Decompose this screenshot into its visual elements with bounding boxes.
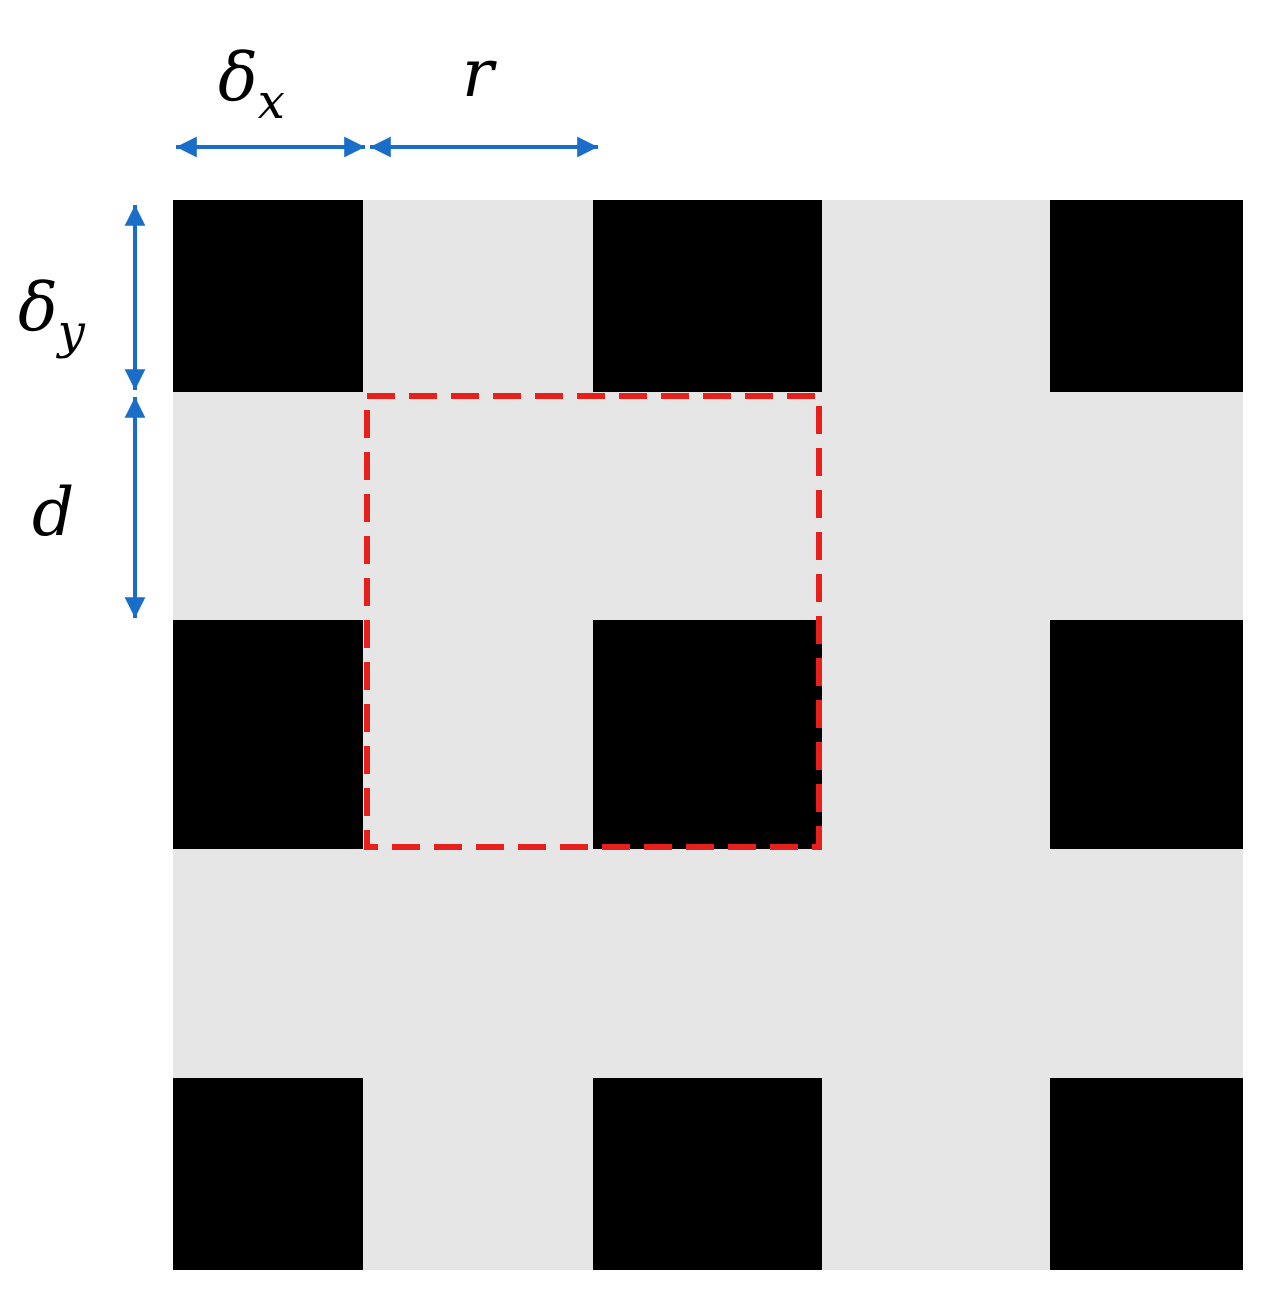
block-r1-c3 <box>1050 200 1243 392</box>
block-r2-c2 <box>593 620 822 849</box>
dimension-arrows <box>124 136 598 618</box>
block-r3-c1 <box>173 1078 363 1270</box>
block-r1-c2 <box>593 200 822 392</box>
block-r3-c2 <box>593 1078 822 1270</box>
label-delta-x: δx <box>218 39 285 130</box>
label-d: d <box>32 474 74 551</box>
block-r3-c3 <box>1050 1078 1243 1270</box>
label-delta-y: δy <box>18 269 86 360</box>
block-r1-c1 <box>173 200 363 392</box>
unit-cell-outline <box>364 393 822 850</box>
block-r2-c1 <box>173 620 363 849</box>
block-r2-c3 <box>1050 620 1243 849</box>
label-r: r <box>462 35 497 112</box>
block-grid <box>173 200 1243 1270</box>
